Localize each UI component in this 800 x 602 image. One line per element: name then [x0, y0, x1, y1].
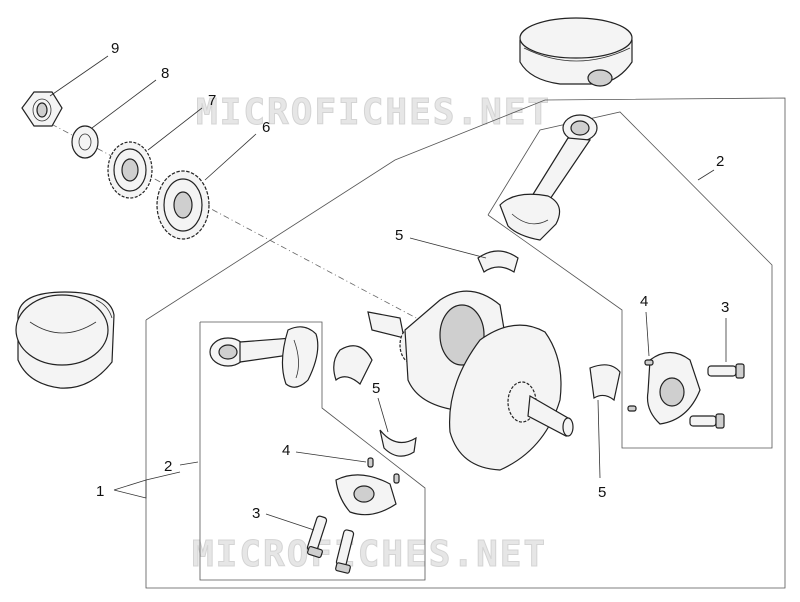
leader-4-right [645, 311, 650, 357]
connecting-rod-top-part [499, 114, 598, 241]
leader-6 [204, 133, 257, 181]
group-frame-2-top [487, 111, 773, 449]
callout-4-right: 4 [640, 293, 648, 310]
bolt-left-a-part [306, 515, 328, 559]
leader-5-right [597, 399, 601, 479]
callout-1: 1 [96, 483, 104, 500]
hex-nut-part [21, 91, 63, 127]
bolt-right-lower-part [689, 413, 725, 429]
watermark-top: MICROFICHES.NET [196, 92, 551, 133]
callout-2-top: 2 [716, 153, 724, 170]
leader-3-left [265, 513, 315, 531]
bearing-shell-right-part [589, 364, 621, 402]
callout-5-left: 5 [372, 380, 380, 397]
callout-4-left: 4 [282, 442, 290, 459]
leader-5-left [377, 397, 389, 433]
group-frame-1 [145, 97, 786, 589]
piston-left-part [15, 291, 115, 389]
leader-1-to-2 [145, 471, 181, 481]
bearing-shell-left-lower-part [379, 429, 417, 457]
dowel-pin-left-part [367, 457, 400, 484]
callout-7: 7 [208, 92, 216, 109]
dowel-pin-right-part [627, 359, 654, 412]
small-gear-part [107, 141, 153, 199]
callout-3-right: 3 [721, 299, 729, 316]
group-frame-2-left [199, 321, 426, 581]
rod-cap-left-part [335, 474, 397, 516]
leader-5-top [409, 237, 487, 259]
leader-2-top [697, 169, 715, 181]
leader-7 [147, 107, 203, 151]
bolt-right-upper-part [707, 363, 745, 379]
piston-top-part [519, 17, 633, 87]
leader-1 [113, 479, 147, 499]
leader-2-left [179, 461, 199, 466]
rod-cap-right-part [646, 351, 701, 425]
large-gear-part [156, 170, 210, 240]
bearing-shell-top-part [477, 250, 519, 273]
leader-8 [91, 79, 157, 129]
callout-5-top: 5 [395, 227, 403, 244]
callout-6: 6 [262, 119, 270, 136]
bolt-left-b-part [335, 529, 355, 574]
washer-part [71, 125, 99, 159]
connecting-rod-left-part [209, 326, 319, 388]
callout-9: 9 [111, 40, 119, 57]
callout-5-right: 5 [598, 484, 606, 501]
leader-4-left [295, 451, 367, 463]
bearing-shell-left-upper-part [333, 345, 373, 385]
crankshaft-part [367, 290, 574, 471]
callout-3-left: 3 [252, 505, 260, 522]
callout-8: 8 [161, 65, 169, 82]
leader-9 [49, 55, 109, 97]
callout-2-left: 2 [164, 458, 172, 475]
watermark-bottom: MICROFICHES.NET [192, 534, 547, 575]
